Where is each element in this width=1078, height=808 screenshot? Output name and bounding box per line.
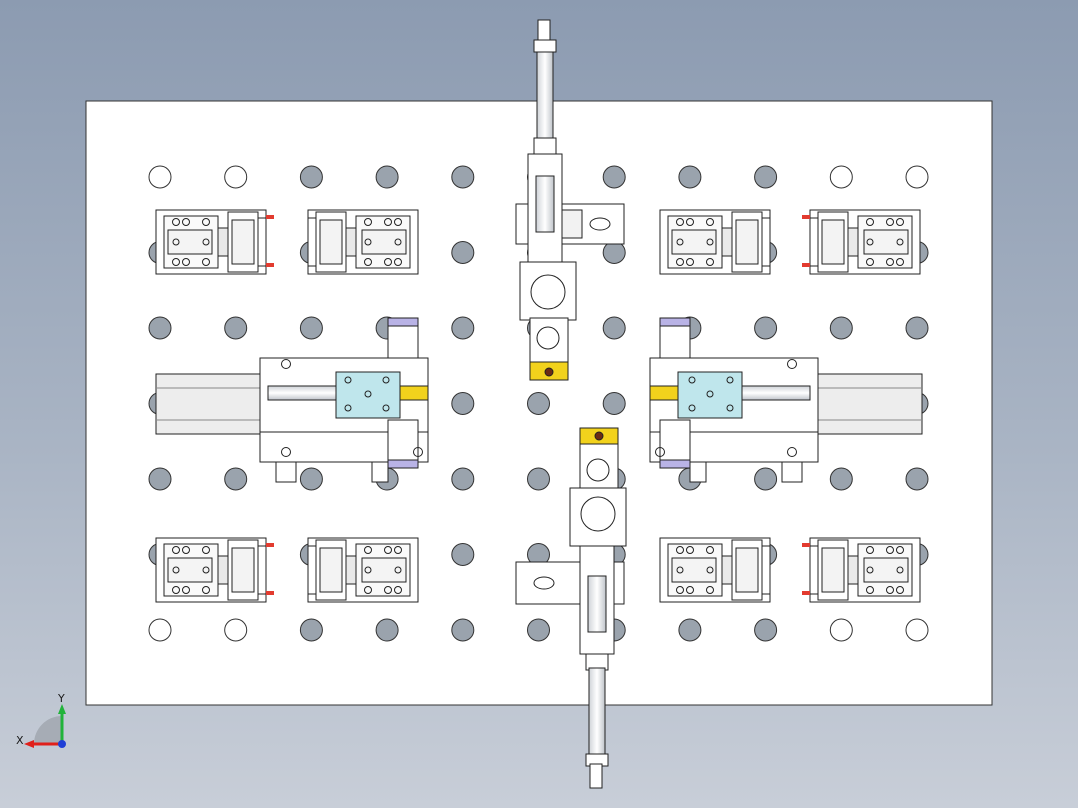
mounting-hole <box>451 618 475 642</box>
mounting-hole <box>375 165 399 189</box>
mounting-hole <box>754 165 778 189</box>
mounting-hole <box>754 467 778 491</box>
clamp-unit-bottom-right-2[interactable] <box>802 537 921 603</box>
mounting-hole <box>299 165 323 189</box>
mounting-hole <box>905 467 929 491</box>
mounting-hole <box>148 316 172 340</box>
mounting-hole <box>224 618 248 642</box>
mounting-hole <box>602 392 626 415</box>
clamp-unit-top-left-2[interactable] <box>307 209 419 275</box>
axis-y-label: Y <box>57 692 65 705</box>
mounting-hole <box>451 543 475 566</box>
clamp-unit-top-left-1[interactable] <box>155 209 274 275</box>
mounting-hole <box>224 467 248 491</box>
mounting-hole <box>829 165 853 189</box>
clamp-unit-top-right-2[interactable] <box>802 209 921 275</box>
mounting-hole <box>451 392 475 415</box>
mounting-hole <box>829 316 853 340</box>
mounting-hole <box>905 618 929 642</box>
mounting-hole <box>299 467 323 491</box>
mounting-hole <box>754 618 778 642</box>
mounting-hole <box>224 165 248 189</box>
clamp-unit-bottom-right-1[interactable] <box>659 537 771 603</box>
clamp-unit-bottom-left-2[interactable] <box>307 537 419 603</box>
axis-triad: X Y <box>16 692 66 748</box>
mounting-hole <box>451 165 475 189</box>
mounting-hole <box>148 467 172 491</box>
mounting-hole <box>905 316 929 340</box>
mounting-hole <box>224 316 248 340</box>
mounting-hole <box>375 618 399 642</box>
mounting-hole <box>678 165 702 189</box>
mounting-hole <box>754 316 778 340</box>
mounting-hole <box>148 165 172 189</box>
mounting-hole <box>451 241 475 264</box>
mounting-hole <box>829 618 853 642</box>
mounting-hole <box>905 165 929 189</box>
mounting-hole <box>527 467 550 491</box>
axis-x-label: X <box>16 734 24 747</box>
mounting-hole <box>148 618 172 642</box>
mounting-hole <box>299 316 323 340</box>
mounting-hole <box>527 392 550 415</box>
gripper-bottom[interactable] <box>515 427 627 789</box>
mounting-hole <box>527 618 550 642</box>
mounting-hole <box>451 316 475 340</box>
mounting-hole <box>678 618 702 642</box>
mounting-hole <box>299 618 323 642</box>
mounting-hole <box>451 467 475 491</box>
clamp-unit-bottom-left-1[interactable] <box>155 537 274 603</box>
clamp-unit-top-right-1[interactable] <box>659 209 771 275</box>
mounting-hole <box>602 241 626 264</box>
gripper-top[interactable] <box>515 19 625 381</box>
mounting-hole <box>602 165 626 189</box>
mounting-hole <box>829 467 853 491</box>
mounting-hole <box>602 316 626 340</box>
